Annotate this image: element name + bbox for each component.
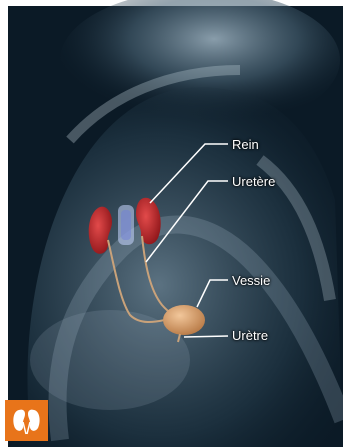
bladder: [163, 305, 205, 335]
kidney-logo-icon: [5, 400, 48, 441]
leader-line-uretre: [184, 336, 228, 337]
label-rein: Rein: [232, 137, 259, 152]
spine: [118, 205, 134, 245]
label-vessie: Vessie: [232, 273, 270, 288]
label-uretere: Uretère: [232, 174, 275, 189]
label-uretre: Urètre: [232, 328, 268, 343]
